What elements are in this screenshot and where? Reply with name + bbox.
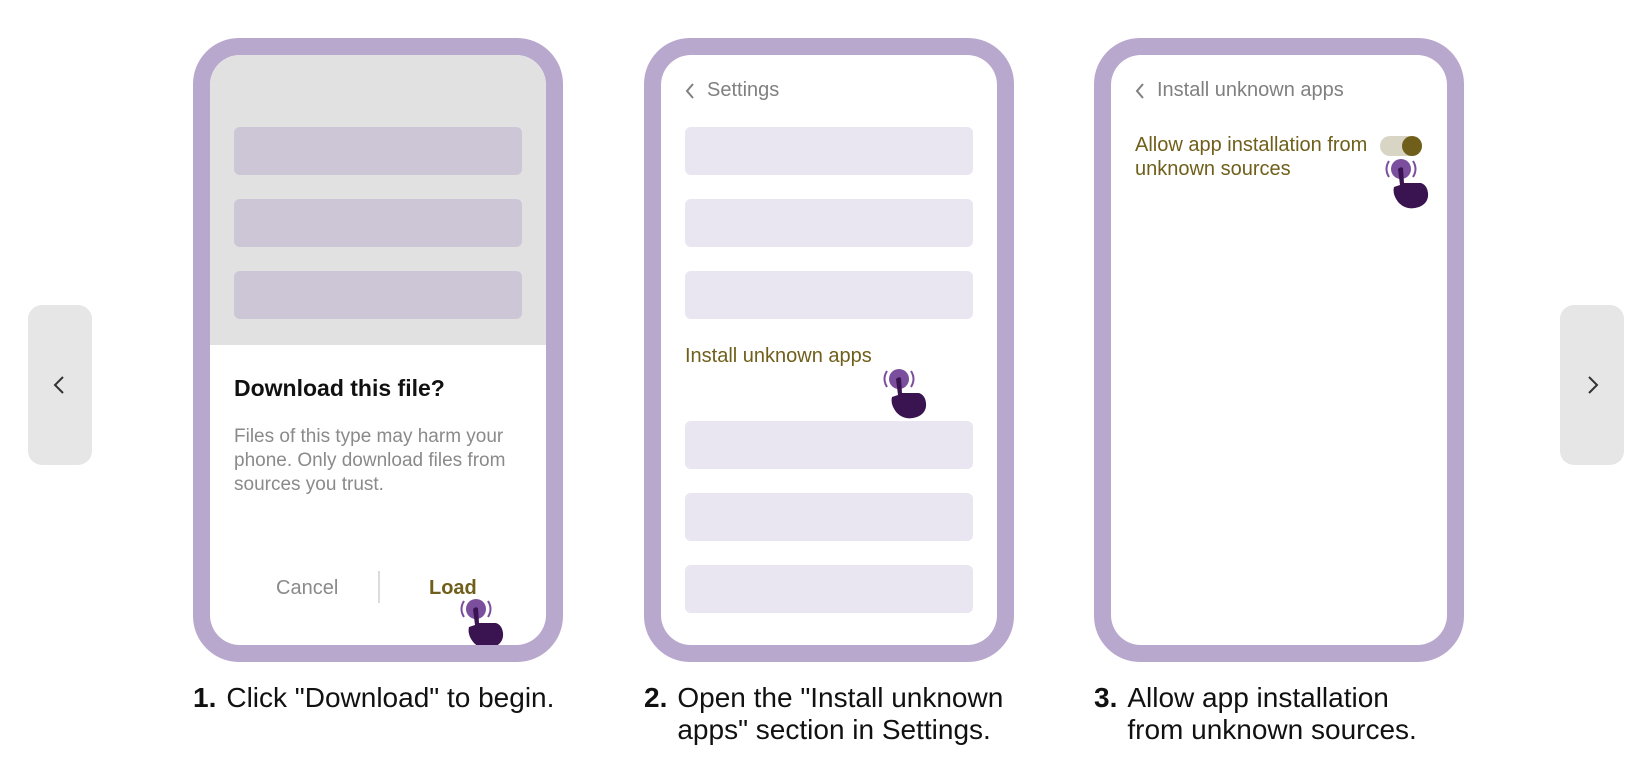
settings-row[interactable] bbox=[685, 565, 973, 613]
install-unknown-apps-item[interactable]: Install unknown apps bbox=[685, 345, 872, 367]
placeholder-row bbox=[234, 271, 522, 319]
dialog-title: Download this file? bbox=[234, 375, 445, 401]
tap-hand-icon bbox=[1385, 159, 1429, 209]
step-text: Open the "Install unknown apps" section … bbox=[677, 682, 1004, 745]
placeholder-row bbox=[234, 127, 522, 175]
cancel-button[interactable]: Cancel bbox=[276, 577, 339, 599]
step2-screen: Settings Install unknown apps bbox=[661, 55, 997, 645]
step1-phone: Download this file? Files of this type m… bbox=[193, 38, 563, 662]
step3-caption: 3. Allow app installation from unknown s… bbox=[1094, 682, 1434, 746]
chevron-left-icon bbox=[1135, 82, 1144, 99]
allow-install-toggle[interactable] bbox=[1379, 135, 1423, 157]
chevron-left-icon bbox=[685, 82, 694, 99]
button-divider bbox=[378, 571, 380, 603]
settings-row[interactable] bbox=[685, 127, 973, 175]
step-number: 1. bbox=[193, 682, 217, 713]
step-text: Allow app installation from unknown sour… bbox=[1127, 682, 1417, 745]
step2-phone: Settings Install unknown apps bbox=[644, 38, 1014, 662]
step2-caption: 2. Open the "Install unknown apps" secti… bbox=[644, 682, 1024, 746]
screen-title: Settings bbox=[707, 79, 780, 101]
dialog-message: Files of this type may harm your phone. … bbox=[234, 426, 506, 495]
back-button[interactable]: Install unknown apps bbox=[1133, 79, 1344, 102]
load-button[interactable]: Load bbox=[429, 577, 477, 599]
chevron-right-icon bbox=[1588, 376, 1599, 394]
next-button[interactable] bbox=[1560, 305, 1624, 465]
back-button[interactable]: Settings bbox=[683, 79, 779, 102]
step1-screen: Download this file? Files of this type m… bbox=[210, 55, 546, 645]
settings-row[interactable] bbox=[685, 271, 973, 319]
step-text: Click "Download" to begin. bbox=[226, 682, 555, 713]
settings-row[interactable] bbox=[685, 493, 973, 541]
tap-hand-icon bbox=[883, 369, 927, 419]
step1-caption: 1. Click "Download" to begin. bbox=[193, 682, 593, 714]
step3-phone: Install unknown apps Allow app installat… bbox=[1094, 38, 1464, 662]
screen-title: Install unknown apps bbox=[1157, 79, 1344, 101]
step-number: 3. bbox=[1094, 682, 1118, 713]
step-number: 2. bbox=[644, 682, 668, 713]
step3-screen: Install unknown apps Allow app installat… bbox=[1111, 55, 1447, 645]
chevron-left-icon bbox=[53, 376, 64, 394]
placeholder-row bbox=[234, 199, 522, 247]
allow-install-label: Allow app installation from unknown sour… bbox=[1135, 134, 1368, 180]
tap-hand-icon bbox=[460, 599, 504, 645]
settings-row[interactable] bbox=[685, 421, 973, 469]
prev-button[interactable] bbox=[28, 305, 92, 465]
settings-row[interactable] bbox=[685, 199, 973, 247]
